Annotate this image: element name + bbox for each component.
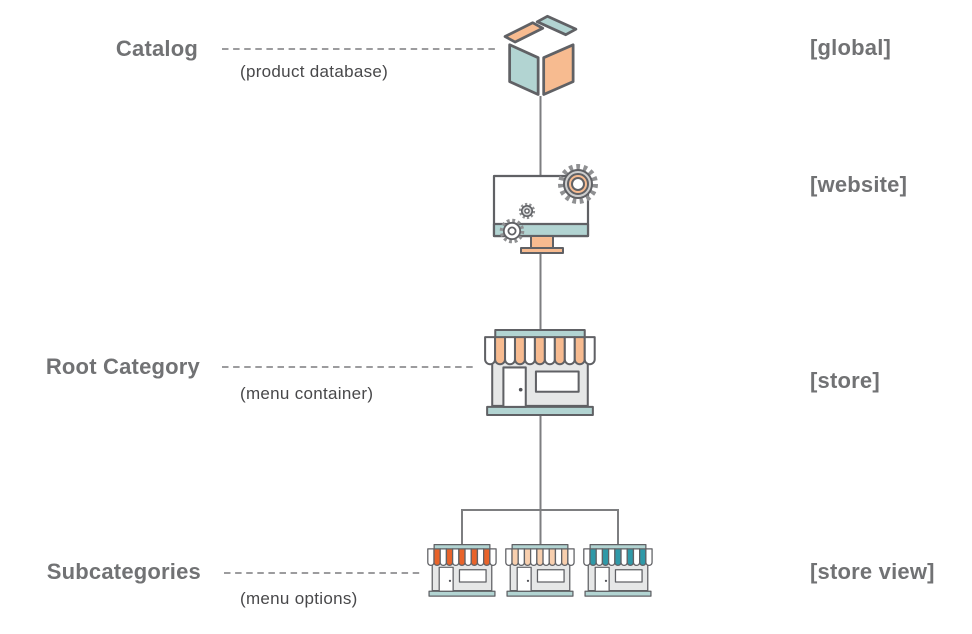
catalog-sublabel: (product database) [240,62,389,81]
subcategories-label: Subcategories [46,559,201,584]
store-scope-label: [store] [810,368,880,393]
storefront-small-orange-icon [424,544,500,598]
box-face-right [542,43,575,96]
branch-to-store-views [461,509,619,546]
root-category-label: Root Category [45,354,200,379]
website-scope-label: [website] [810,172,908,197]
gear-large-icon [558,164,598,204]
subcategories-sublabel: (menu options) [240,589,358,608]
storefront-small-peach-icon [502,544,578,598]
storefront-small-teal-icon [580,544,656,598]
root-category-sublabel: (menu container) [240,384,374,403]
open-box-icon [503,14,578,96]
storefront-icon [479,329,601,418]
box-flap-left [503,21,545,44]
monitor-base [520,247,564,254]
monitor-stand [530,235,554,249]
box-face-left [508,43,540,96]
gear-small-icon [518,202,536,220]
global-scope-label: [global] [810,35,892,60]
catalog-label: Catalog [115,36,198,61]
monitor-gears-icon [492,164,598,254]
store-view-scope-label: [store view] [810,559,935,584]
gear-bottom-icon [499,218,525,244]
box-flap-right [535,14,578,37]
